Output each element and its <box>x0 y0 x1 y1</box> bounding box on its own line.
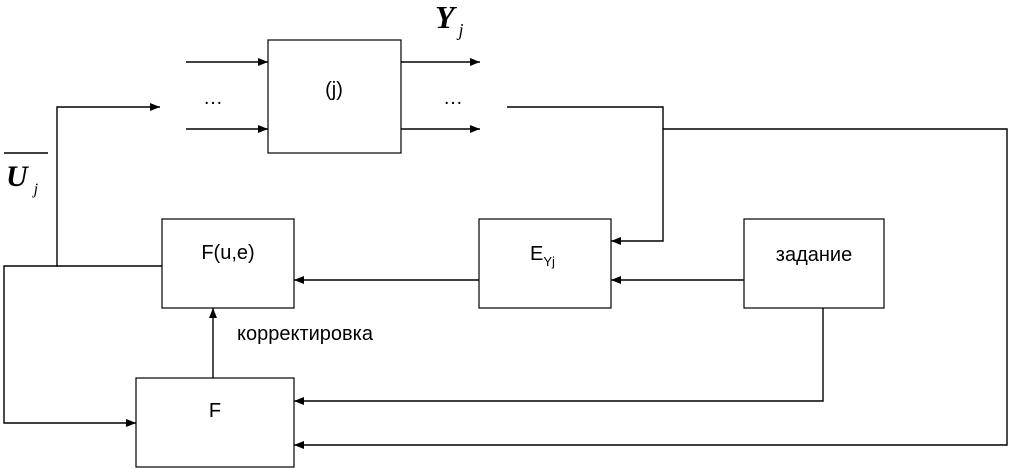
output-to-error-line <box>507 106 664 245</box>
adapter-block-label: F <box>209 400 221 422</box>
error-block: EYj <box>478 218 612 309</box>
controller-block-label: F(u,e) <box>201 242 254 264</box>
control-signal-to-process-line <box>56 103 162 267</box>
setpoint-to-adapter-line <box>294 308 824 405</box>
correction-label: корректировка <box>237 323 374 345</box>
setpoint-block-label: задание <box>776 244 852 266</box>
output-ellipsis: … <box>443 87 463 109</box>
controller-block: F(u,e) <box>161 218 295 309</box>
output-to-adapter-line <box>294 128 1008 449</box>
setpoint-block: задание <box>743 218 885 309</box>
input-ellipsis: … <box>203 87 223 109</box>
adapter-block: F <box>135 377 295 468</box>
control-signal-to-adapter-line <box>3 265 136 427</box>
process-block-label: (j) <box>325 79 343 101</box>
error-block-label: EYj <box>530 243 555 269</box>
process-block: (j) <box>267 39 402 154</box>
